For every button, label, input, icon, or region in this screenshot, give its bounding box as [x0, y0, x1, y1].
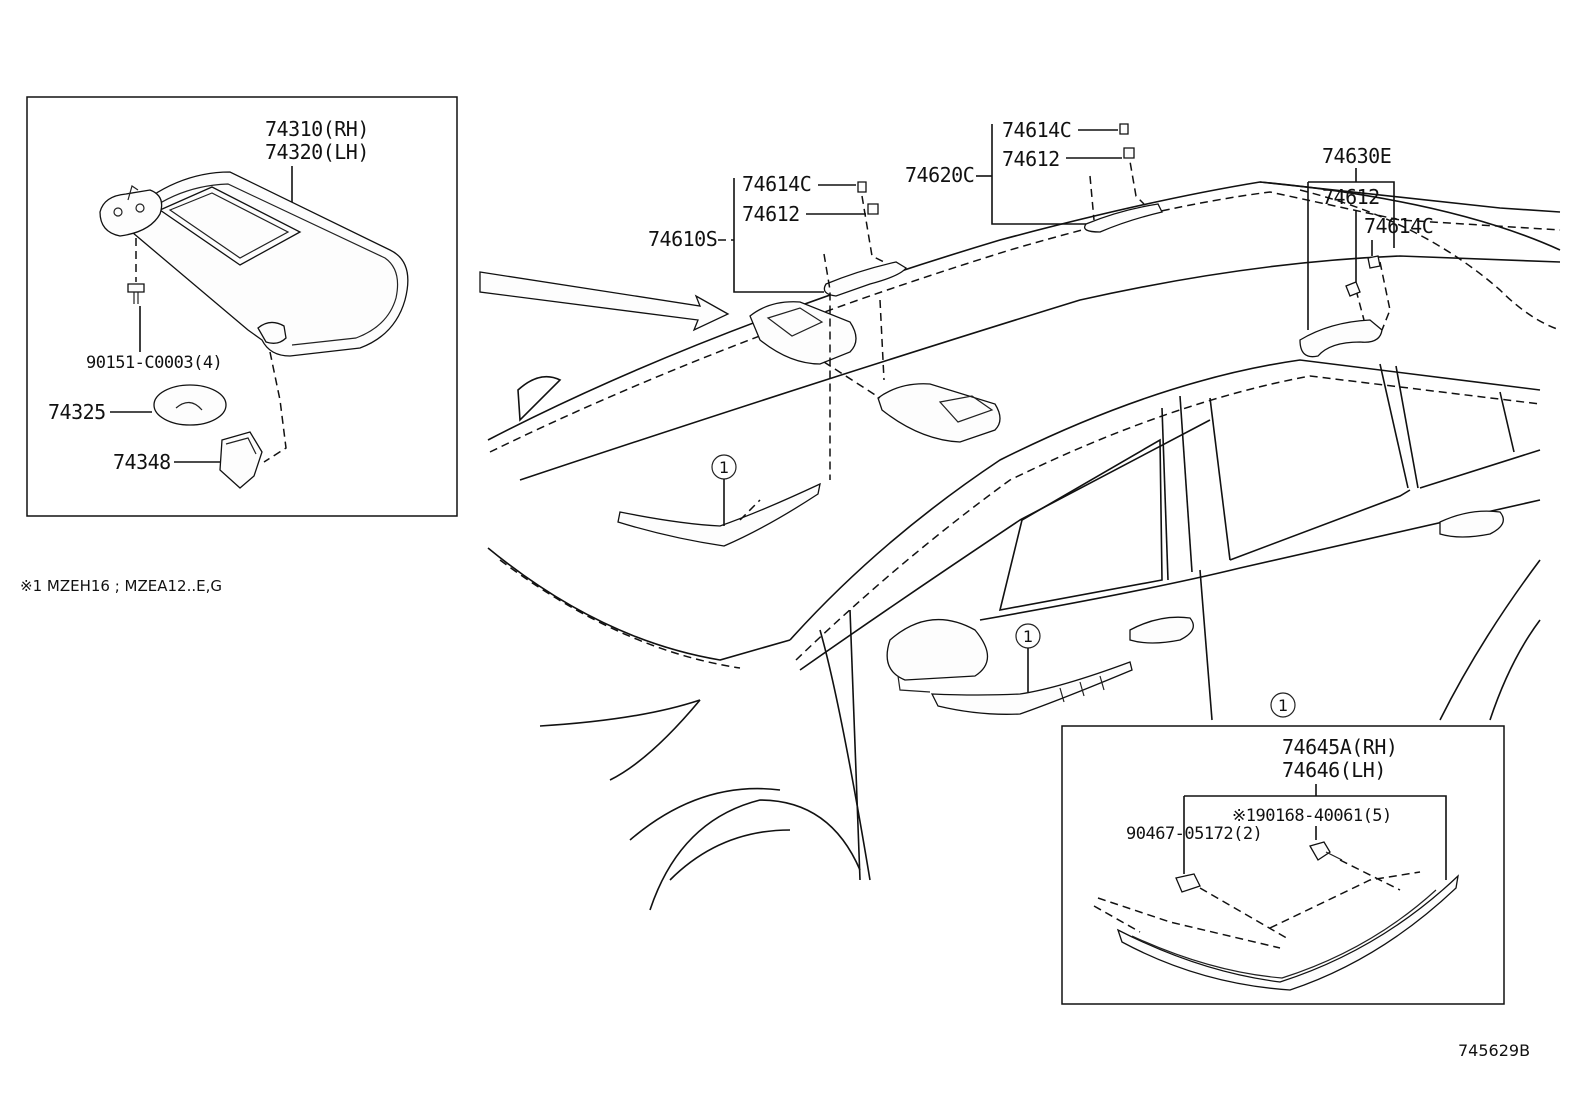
front-visor-part — [749, 301, 1001, 443]
label-74310-rh: 74310(RH) — [265, 117, 369, 141]
callout-1-front: 1 — [711, 454, 737, 526]
label-74612-middle: 74612 — [1002, 147, 1060, 171]
roof-molding-front-part — [617, 482, 821, 547]
callout-1-inset: 1 — [1270, 692, 1296, 718]
label-74320-lh: 74320(LH) — [265, 140, 369, 164]
callout-1-front-label: 1 — [719, 458, 729, 477]
visor-cover-part — [153, 384, 227, 426]
middle-grip-labels: 74614C 74612 74620C — [905, 118, 1122, 225]
label-90151-c0003: 90151-C0003(4) — [86, 353, 222, 373]
callout-1-inset-label: 1 — [1278, 696, 1288, 715]
molding-inset-frame — [1061, 725, 1505, 1005]
molding-screw-part — [1309, 841, 1343, 861]
label-74612-front: 74612 — [742, 202, 800, 226]
label-74645a-rh: 74645A(RH) — [1282, 735, 1397, 759]
diagram-code: 745629B — [1458, 1041, 1530, 1060]
front-assist-grip-part — [823, 181, 907, 480]
label-74348: 74348 — [113, 450, 171, 474]
label-90467-05172: 90467-05172(2) — [1126, 824, 1262, 844]
callout-1-side-label: 1 — [1023, 627, 1033, 646]
visor-inset: 74310(RH) 74320(LH) 90151-C0003(4) 74325 — [26, 96, 458, 517]
middle-assist-grip-part — [1083, 123, 1163, 233]
footnote-models: ※1 MZEH16 ; MZEA12..E,G — [20, 577, 222, 595]
front-grip-labels: 74614C 74612 74610S — [648, 172, 866, 293]
rear-assist-grip-part — [1299, 255, 1391, 358]
visor-screw-part — [127, 238, 145, 304]
molding-clip-part — [1175, 873, 1201, 893]
callout-1-side: 1 — [1015, 623, 1041, 692]
label-74646-lh: 74646(LH) — [1282, 758, 1386, 782]
sun-visor-part — [99, 171, 409, 357]
view-direction-arrow — [479, 271, 730, 332]
label-74630e: 74630E — [1322, 144, 1391, 168]
label-74614c-front: 74614C — [742, 172, 811, 196]
molding-inset: 74645A(RH) 74646(LH) ※190168-40061(5) 90… — [1061, 725, 1505, 1005]
label-74610s: 74610S — [648, 227, 717, 251]
label-74620c: 74620C — [905, 163, 974, 187]
rear-grip-labels: 74630E 74612 74614C — [1307, 144, 1434, 330]
visor-inset-frame — [26, 96, 458, 517]
vehicle-outline — [487, 181, 1561, 911]
label-74612-rear: 74612 — [1322, 185, 1380, 209]
wheel-arch-molding-part — [1116, 874, 1459, 991]
side-molding-part — [930, 661, 1133, 715]
label-74614c-rear: 74614C — [1364, 214, 1433, 238]
visor-holder-part — [219, 351, 287, 489]
label-90168-40061: ※190168-40061(5) — [1232, 806, 1392, 826]
label-74325: 74325 — [48, 400, 106, 424]
label-74614c-middle: 74614C — [1002, 118, 1071, 142]
